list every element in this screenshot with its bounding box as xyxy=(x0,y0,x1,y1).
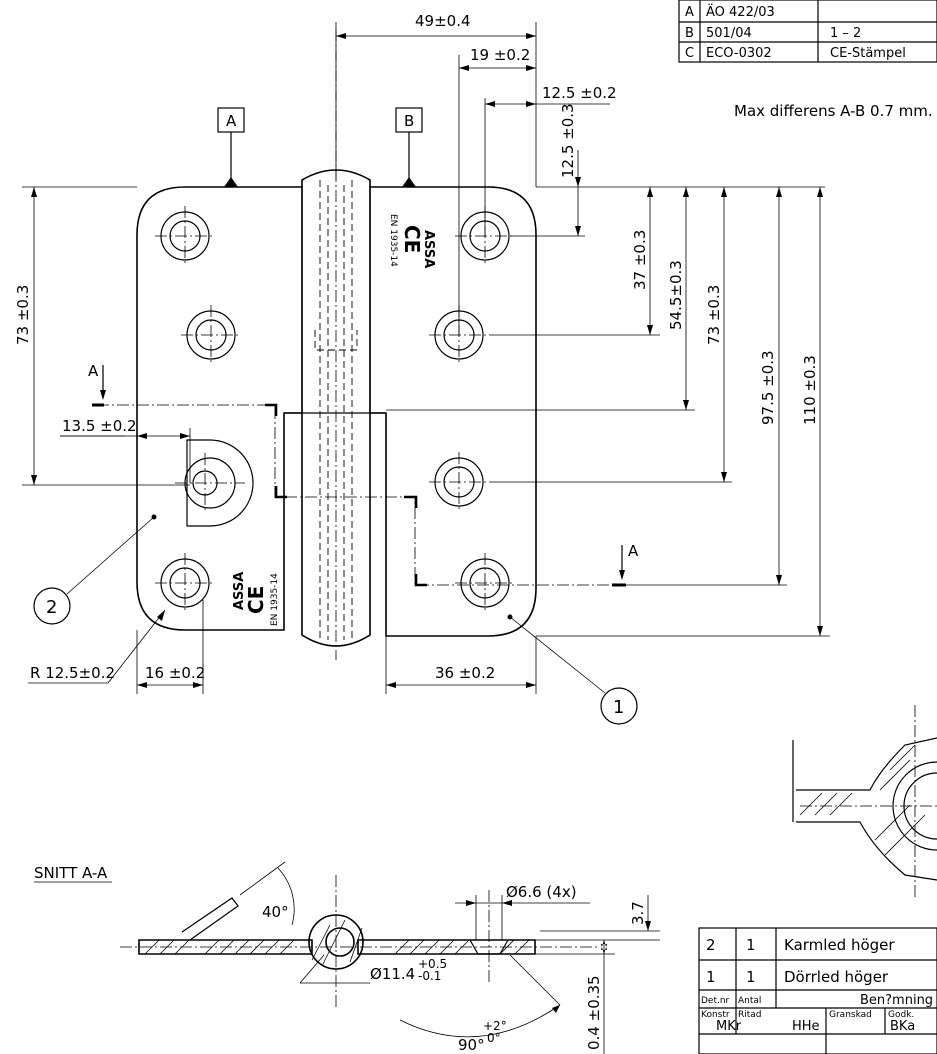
balloon-1: 1 xyxy=(507,614,638,725)
parts-row-det: 2 xyxy=(706,936,716,954)
ce-mark-icon: CE xyxy=(400,225,424,253)
countersunk-hole xyxy=(155,553,215,613)
countersunk-hole xyxy=(429,452,489,512)
parts-row-qty: 1 xyxy=(746,968,756,986)
dim-12-5-vertical: 12.5 ±0.3 xyxy=(559,103,577,178)
dimension-lines: 49±0.4 19 ±0.2 12.5 ±0.2 12.5 ±0.3 37 ±0… xyxy=(14,12,830,694)
parts-row-qty: 1 xyxy=(746,936,756,954)
dim-73-right: 73 ±0.3 xyxy=(705,285,723,345)
datum-b: B xyxy=(395,107,423,187)
angle-40: 40° xyxy=(262,903,289,921)
header-det: Det.nr xyxy=(701,996,730,1006)
balloon-2-label: 2 xyxy=(46,597,57,618)
dim-54-5: 54.5±0.3 xyxy=(667,260,685,330)
dim-110: 110 ±0.3 xyxy=(801,355,819,425)
revision-letter: C xyxy=(685,46,694,61)
revision-text: CE-Stämpel xyxy=(830,46,906,61)
stamp-upper: ASSA CE EN 1935-14 xyxy=(388,214,436,268)
dim-19: 19 ±0.2 xyxy=(470,46,530,64)
datum-b-label: B xyxy=(404,112,414,130)
dim-97-5: 97.5 ±0.3 xyxy=(759,350,777,425)
dim-73-left: 73 ±0.3 xyxy=(14,285,32,345)
max-difference-note: Max differens A-B 0.7 mm. xyxy=(734,102,933,120)
sig-konstr: MKr xyxy=(716,1019,742,1034)
section-mark-a: A xyxy=(628,542,639,560)
revision-ref: 501/04 xyxy=(706,26,752,41)
dim-hole-dia: Ø6.6 (4x) xyxy=(506,883,577,901)
dim-36: 36 ±0.2 xyxy=(435,664,495,682)
dim-37: 37 ±0.3 xyxy=(631,230,649,290)
sig-godk: BKa xyxy=(890,1019,915,1034)
stamp-standard: EN 1935-14 xyxy=(270,573,280,626)
stamp-standard: EN 1935-14 xyxy=(388,214,398,267)
dim-bore-tol-plus: +0.5 xyxy=(418,957,447,971)
countersunk-hole xyxy=(455,553,515,613)
stamp-brand: ASSA xyxy=(232,572,247,610)
datum-a: A xyxy=(217,107,245,187)
label-konstr: Konstr xyxy=(701,1010,730,1020)
revision-letter: A xyxy=(685,5,694,20)
label-ritad: Ritad xyxy=(738,1010,762,1020)
datum-a-label: A xyxy=(226,112,237,130)
dim-open-angle: 90° xyxy=(458,1036,485,1054)
parts-row-det: 1 xyxy=(706,968,716,986)
countersunk-hole xyxy=(181,305,241,365)
header-name: Ben?mning xyxy=(860,993,933,1008)
revision-table: A ÄO 422/03 B 501/04 1 – 2 C ECO-0302 CE… xyxy=(678,0,937,63)
revision-ref: ECO-0302 xyxy=(706,46,772,61)
revision-letter: B xyxy=(685,26,694,41)
parts-row-name: Dörrled höger xyxy=(784,968,889,986)
balloon-2: 2 xyxy=(33,514,157,625)
parts-list: 2 1 Karmled höger 1 1 Dörrled höger Det.… xyxy=(698,927,937,1054)
parts-row-name: Karmled höger xyxy=(784,936,895,954)
detail-view xyxy=(792,705,937,900)
dim-12-5-horizontal: 12.5 ±0.2 xyxy=(542,84,617,102)
mounting-holes xyxy=(155,206,515,613)
dim-open-tol-plus: +2° xyxy=(483,1019,507,1033)
section-line-a-a: A A xyxy=(88,362,639,587)
dim-16: 16 ±0.2 xyxy=(145,664,205,682)
stamp-lower: ASSA CE EN 1935-14 xyxy=(232,572,280,626)
stamp-brand: ASSA xyxy=(421,230,436,268)
revision-text: 1 – 2 xyxy=(830,26,861,41)
dim-open-tol-minus: 0° xyxy=(487,1031,501,1045)
countersunk-hole xyxy=(155,206,215,266)
section-hatching xyxy=(144,919,530,967)
dim-bore-dia: Ø11.4 xyxy=(370,965,415,983)
section-title: SNITT A-A xyxy=(34,864,108,882)
dim-49: 49±0.4 xyxy=(415,12,471,30)
dim-radius: R 12.5±0.2 xyxy=(30,664,115,682)
revision-ref: ÄO 422/03 xyxy=(706,4,775,20)
slot-boss xyxy=(175,439,254,527)
hinge-front-view xyxy=(136,30,537,660)
ce-mark-icon: CE xyxy=(244,586,268,614)
section-mark-a: A xyxy=(88,362,99,380)
dim-depth: 3.7 xyxy=(629,901,647,925)
label-godk: Godk. xyxy=(888,1010,914,1020)
section-a-a: SNITT A-A xyxy=(34,861,660,1054)
dim-bore-tol-minus: -0.1 xyxy=(418,969,441,983)
sig-ritad: HHe xyxy=(792,1019,820,1034)
header-qty: Antal xyxy=(738,996,761,1006)
dim-thickness: 0.4 ±0.35 xyxy=(585,975,603,1050)
dim-13-5: 13.5 ±0.2 xyxy=(62,417,137,435)
label-granskad: Granskad xyxy=(829,1010,872,1020)
balloon-1-label: 1 xyxy=(613,697,624,718)
